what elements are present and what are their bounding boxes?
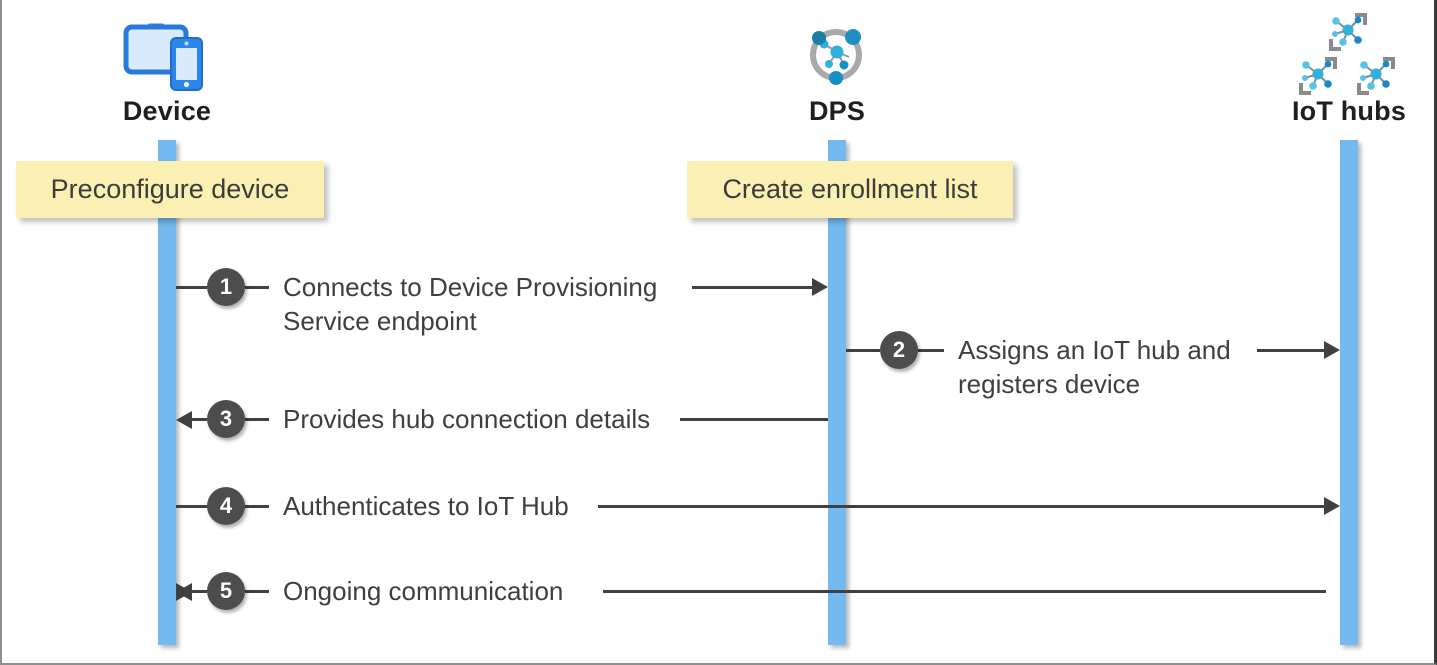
step-4-badge: 4: [207, 487, 245, 525]
step-4-line-mid: [245, 505, 269, 508]
step-1-line-end: [692, 286, 814, 289]
step-5-line-end: [603, 590, 1326, 593]
step-1-line-start: [176, 286, 207, 289]
device-tablet-phone-icon: [122, 14, 212, 101]
actor-label-device: Device: [122, 96, 212, 126]
step-1-line-mid: [245, 286, 269, 289]
step-3-line-mid: [245, 418, 269, 421]
lifeline-iot-hubs: [1340, 140, 1358, 645]
lifeline-dps: [828, 140, 846, 645]
step-2-text: Assigns an IoT hub and registers device: [958, 335, 1231, 399]
step-3-badge: 3: [207, 400, 245, 438]
step-2-line-mid: [918, 349, 944, 352]
note-create-enrollment-list: Create enrollment list: [687, 161, 1013, 218]
step-5-badge: 5: [207, 572, 245, 610]
step-1-text: Connects to Device Provisioning Service …: [283, 272, 658, 336]
step-1-arrowhead-right-icon: [812, 278, 828, 296]
step-3-line-end: [680, 418, 828, 421]
step-4-text: Authenticates to IoT Hub: [283, 491, 569, 521]
actor-label-dps: DPS: [808, 96, 866, 126]
note-preconfigure-device: Preconfigure device: [16, 161, 324, 218]
actor-label-iot-hubs: IoT hubs: [1291, 96, 1407, 126]
step-5-line-mid: [245, 590, 269, 593]
step-4-arrowhead-right-icon: [1324, 497, 1340, 515]
step-3-line-start: [190, 418, 207, 421]
step-3-text: Provides hub connection details: [283, 404, 651, 434]
step-4-line-end: [598, 505, 1326, 508]
iot-hubs-cluster-icon: [1298, 12, 1398, 103]
lifeline-device: [158, 140, 176, 645]
step-2-arrowhead-right-icon: [1324, 341, 1340, 359]
step-1-badge: 1: [207, 268, 245, 306]
step-3-arrowhead-left-icon: [176, 411, 192, 429]
step-2-line-start: [846, 349, 880, 352]
step-4-line-start: [176, 505, 207, 508]
step-2-badge: 2: [880, 331, 918, 369]
step-5-arrowhead-right-icon: [176, 583, 192, 601]
step-5-text: Ongoing communication: [283, 576, 564, 606]
step-5-line-start: [190, 590, 207, 593]
step-2-line-end: [1257, 349, 1326, 352]
dps-provisioning-service-icon: [805, 24, 867, 93]
